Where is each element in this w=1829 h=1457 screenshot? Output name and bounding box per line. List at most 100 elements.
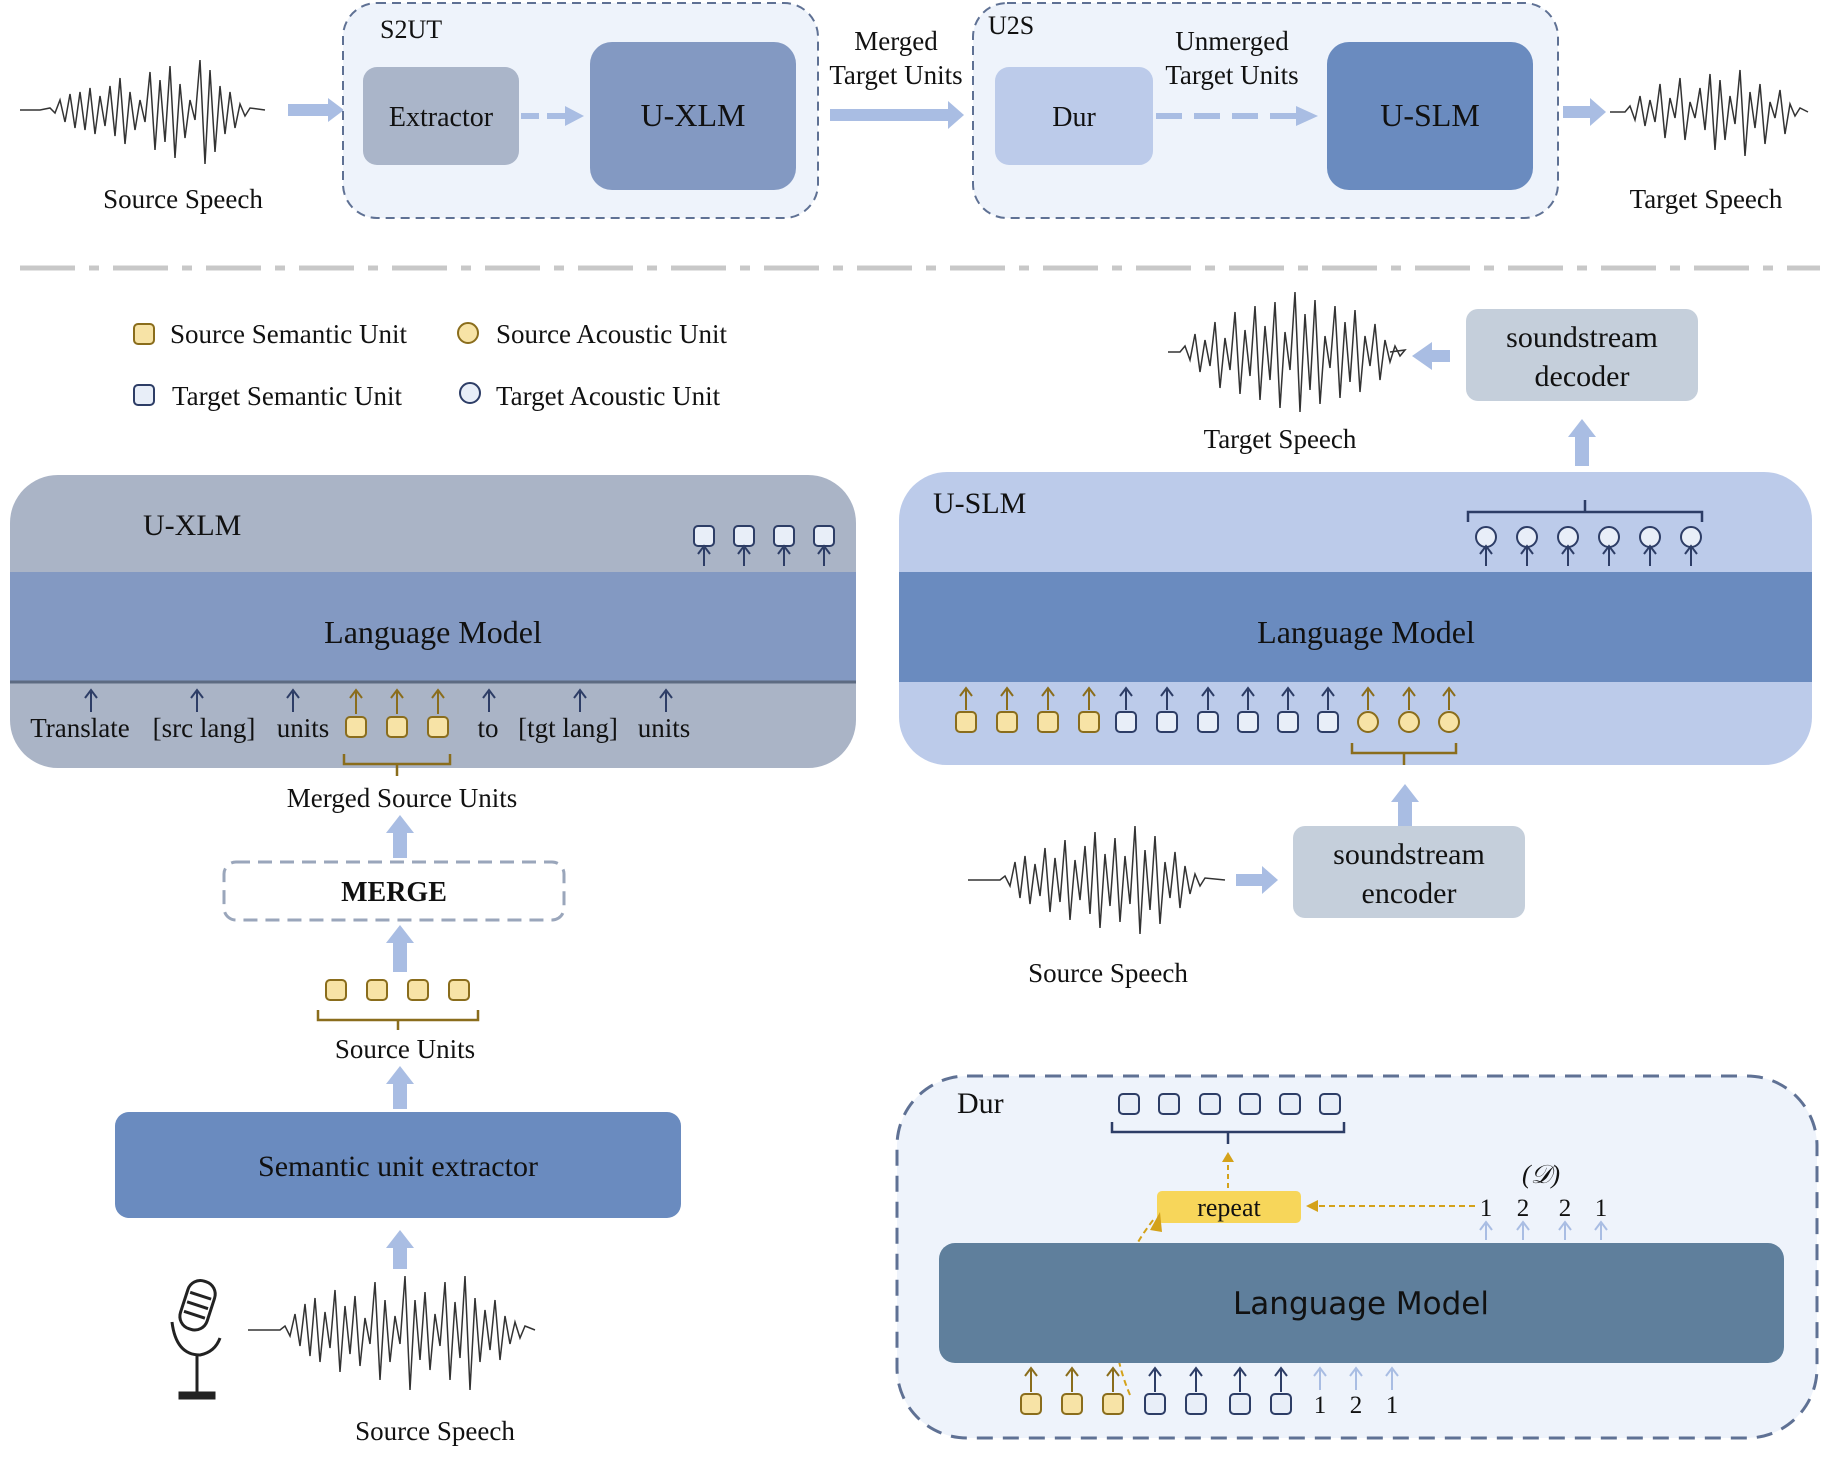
uslm-input-source-semantic <box>996 711 1018 733</box>
legend-target-acoustic-icon <box>459 382 481 404</box>
merged-source-units-label: Merged Source Units <box>287 783 517 813</box>
merged-source-unit <box>345 716 367 738</box>
predicted-duration-value: 1 <box>1595 1195 1608 1222</box>
dur-output-unit <box>1279 1093 1301 1115</box>
uslm-input-source-acoustic <box>1398 711 1420 733</box>
uslm-panel-title: U-SLM <box>933 487 1026 520</box>
up-arrow-head <box>482 688 496 699</box>
unmerged-target-units-line1: Unmerged <box>1175 26 1289 56</box>
u2s-label: U2S <box>988 11 1034 40</box>
predicted-duration-value: 2 <box>1517 1195 1530 1222</box>
uxlm-block-label: U-XLM <box>641 97 746 133</box>
up-arrow-head <box>1442 686 1456 697</box>
top-target-waveform <box>1610 69 1809 157</box>
input-duration-value: 1 <box>1314 1392 1327 1419</box>
up-arrow-head <box>1558 1220 1572 1231</box>
dur-output-unit <box>1158 1093 1180 1115</box>
up-arrow-head <box>1000 686 1014 697</box>
uslm-output-acoustic-unit <box>1557 526 1579 548</box>
up-arrow-head <box>1520 544 1534 555</box>
legend-target-semantic-icon <box>133 384 155 406</box>
semantic-unit-extractor-label: Semantic unit extractor <box>258 1150 538 1183</box>
uslm-source-waveform <box>968 825 1226 935</box>
predicted-duration-value: 1 <box>1480 1195 1493 1222</box>
up-arrow-head <box>1479 1220 1493 1231</box>
uslm-input-units <box>955 686 1460 733</box>
dur-input-target-unit <box>1144 1393 1166 1415</box>
legend-source-semantic-label: Source Semantic Unit <box>170 319 407 349</box>
up-arrow-head <box>1602 544 1616 555</box>
acoustic-output-brace <box>1466 500 1704 522</box>
top-pipeline: Source Speech S2UT Extractor U-XLM Merge… <box>20 2 1809 219</box>
up-arrow-head <box>777 544 791 555</box>
uxlm-output-unit <box>813 525 835 547</box>
uslm-input-target-semantic <box>1156 711 1178 733</box>
dur-output-unit <box>1319 1093 1341 1115</box>
source-units-label: Source Units <box>335 1034 475 1064</box>
encoder-label-line1: soundstream <box>1333 838 1485 871</box>
uslm-input-target-semantic <box>1277 711 1299 733</box>
uxlm-input-units <box>345 688 449 738</box>
up-arrow-head <box>1594 1220 1608 1231</box>
up-arrow-head <box>1189 1366 1203 1377</box>
up-arrow-head <box>1402 686 1416 697</box>
up-arrow-head <box>1065 1366 1079 1377</box>
uslm-input-target-semantic <box>1317 711 1339 733</box>
dur-lm-label: Language Model <box>1233 1286 1489 1322</box>
uslm-output-acoustic-unit <box>1475 526 1497 548</box>
up-arrow-head <box>1684 544 1698 555</box>
semantic-unit-extractor <box>115 1112 681 1218</box>
up-arrow-head <box>1385 1366 1399 1377</box>
uslm-input-source-semantic <box>1037 711 1059 733</box>
uslm-language-model <box>899 572 1812 682</box>
legend-source-acoustic-label: Source Acoustic Unit <box>496 319 727 349</box>
prompt-token-to: to <box>477 713 498 743</box>
predicted-duration-value: 2 <box>1559 1195 1572 1222</box>
uxlm-input-arrows <box>84 688 673 712</box>
source-unit <box>407 979 429 1001</box>
uslm-target-waveform <box>1168 291 1407 413</box>
dur-input-target-unit <box>1185 1393 1207 1415</box>
dur-input-source-unit <box>1061 1393 1083 1415</box>
extractor-label: Extractor <box>389 102 494 133</box>
uslm-output-acoustic-unit <box>1639 526 1661 548</box>
prompt-token-units-1: units <box>277 713 330 743</box>
source-unit <box>366 979 388 1001</box>
prompt-token-src-lang: [src lang] <box>153 713 256 743</box>
repeat-op <box>1157 1191 1301 1223</box>
unmerged-target-units-line2: Target Units <box>1165 60 1298 90</box>
merge-box <box>222 860 566 922</box>
up-arrow-head <box>1233 1366 1247 1377</box>
uslm-panel: Target Speech soundstream decoder U-SLM … <box>899 291 1812 988</box>
input-duration-value: 1 <box>1386 1392 1399 1419</box>
merged-source-unit <box>386 716 408 738</box>
up-arrow-head <box>286 688 300 699</box>
uslm-output-acoustic-units <box>1475 526 1702 566</box>
uslm-output-acoustic-unit <box>1516 526 1538 548</box>
source-unit <box>448 979 470 1001</box>
prompt-token-tgt-lang: [tgt lang] <box>518 713 618 743</box>
up-arrow-head <box>1321 686 1335 697</box>
bottom-source-waveform <box>248 1275 536 1391</box>
dur-output-unit <box>1118 1093 1140 1115</box>
uslm-block <box>1327 42 1533 190</box>
prompt-token-units-2: units <box>638 713 691 743</box>
legend-source-semantic-icon <box>133 323 155 345</box>
encoder-label-line2: encoder <box>1362 877 1457 910</box>
uxlm-output-units <box>693 525 835 566</box>
up-arrow-head <box>1024 1366 1038 1377</box>
up-arrow-head <box>431 688 445 699</box>
up-arrow-head <box>1106 1366 1120 1377</box>
merged-source-unit <box>427 716 449 738</box>
uslm-target-speech-label: Target Speech <box>1204 424 1357 454</box>
uxlm-lm-label: Language Model <box>324 614 542 650</box>
uxlm-output-unit <box>693 525 715 547</box>
uslm-lm-label: Language Model <box>1257 614 1475 650</box>
up-arrow-head <box>190 688 204 699</box>
up-arrow-head <box>1479 544 1493 555</box>
up-arrow-head <box>1561 544 1575 555</box>
bottom-source-speech-label: Source Speech <box>355 1416 515 1446</box>
